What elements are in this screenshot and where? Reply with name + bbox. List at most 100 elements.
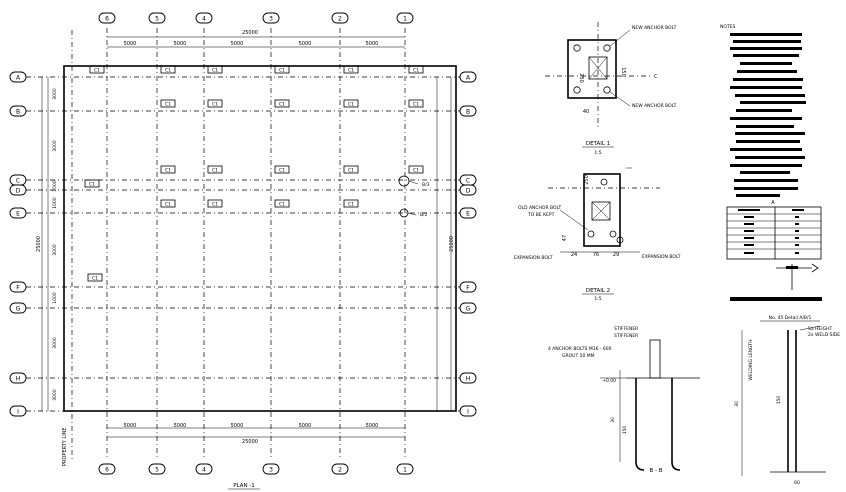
- bay-label: 5000: [299, 41, 312, 47]
- anchor-bolt-icon: [573, 44, 581, 52]
- floor-plan: PROPERTY LINE 25000 5000: [9, 12, 477, 490]
- grid-bubble-icon: 6: [98, 463, 116, 475]
- column-tag: C1: [212, 102, 218, 108]
- side-total-left: 25000: [36, 236, 42, 252]
- table-title: A: [771, 200, 775, 206]
- column-grid-lines: [106, 28, 406, 460]
- section-arrow-icon: [776, 263, 819, 290]
- column-tag: C1: [413, 168, 419, 174]
- svg-text:I: I: [467, 409, 469, 416]
- detail-1-title: DETAIL 1: [586, 141, 610, 147]
- column-bubbles-top: 6 5 4 3 2 1: [98, 12, 414, 24]
- dim-30: 30: [610, 417, 616, 423]
- anchor-bolt-icon: [600, 178, 608, 186]
- typical-detail: No. 45 Detail A/B/1 WELDING LENGTH 30 15…: [734, 315, 840, 486]
- bay-label: 5000: [231, 423, 244, 429]
- column-tags: C1 C1 C1 C1 C1 C1 C1 C1 C1 C1 C1 C1 C1 C…: [84, 65, 424, 282]
- section-b-b: +0.00 STIFFENER STIFFENER 4 ANCHOR BOLTS…: [548, 326, 700, 474]
- anchor-bolt-icon: [609, 230, 617, 238]
- bay-label: 5000: [174, 423, 187, 429]
- grid-bubble-icon: E: [9, 207, 27, 219]
- grid-bubble-icon: I: [459, 405, 477, 417]
- note-top: NEW ANCHOR BOLT: [632, 25, 677, 31]
- grid-bubble-icon: 1: [396, 463, 414, 475]
- svg-text:F: F: [466, 285, 470, 292]
- dim-a: 24: [571, 252, 577, 258]
- row-spacing-label: 1000: [52, 180, 58, 192]
- svg-text:2: 2: [338, 467, 342, 474]
- svg-text:6: 6: [105, 467, 109, 474]
- base-plate-2: [583, 173, 621, 247]
- detail-callouts: B/3 B/2: [398, 175, 430, 218]
- section-mark: C: [654, 74, 658, 80]
- grid-bubble-icon: 3: [262, 463, 280, 475]
- note-bottom-right: EXPANSION BOLT: [642, 254, 681, 260]
- anchor-bolt-icon: [603, 86, 611, 94]
- svg-text:E: E: [466, 211, 470, 218]
- column-tag: C1: [348, 168, 354, 174]
- row-grid-lines: [26, 76, 470, 412]
- dim-side: 47: [562, 235, 568, 241]
- svg-text:A: A: [16, 75, 21, 82]
- column-tag: C1: [212, 68, 218, 74]
- row-spacing-label: 1000: [52, 197, 58, 209]
- note-bottom-left: EXPANSION BOLT: [514, 255, 553, 261]
- grid-bubble-icon: 6: [98, 12, 116, 24]
- column-tag: C1: [279, 168, 285, 174]
- note-stiffener-2: STIFFENER: [614, 333, 638, 339]
- base-plate: [567, 39, 617, 99]
- column-tag: C1: [348, 68, 354, 74]
- detail-2-scale: 1:5: [594, 296, 601, 302]
- svg-text:G: G: [466, 306, 471, 313]
- grid-bubble-icon: G: [459, 302, 477, 314]
- note-height: Sa HEIGHT: [808, 326, 832, 332]
- grid-bubble-icon: D: [459, 184, 477, 196]
- column-tag: C1: [279, 202, 285, 208]
- top-dimension: 25000 5000 5000 5000 5000 5000: [107, 30, 405, 48]
- note-weld-side: 2x WELD SIDE: [808, 332, 840, 338]
- grid-bubble-icon: A: [459, 71, 477, 83]
- anchor-bolt-icon: [587, 230, 595, 238]
- bay-label: 5000: [366, 423, 379, 429]
- note-left: OLD ANCHOR BOLT: [518, 205, 561, 211]
- note-grout: GROUT 50 MM: [562, 353, 595, 359]
- svg-text:C: C: [16, 178, 20, 185]
- row-spacing-label: 3000: [52, 244, 58, 256]
- notes-header: NOTES: [720, 24, 736, 30]
- column-tag: C1: [212, 168, 218, 174]
- svg-text:B: B: [16, 109, 20, 116]
- grid-bubble-icon: B: [9, 105, 27, 117]
- grid-bubble-icon: H: [459, 372, 477, 384]
- detail-1-scale: 1:5: [594, 150, 601, 156]
- column-tag: C1: [413, 68, 419, 74]
- section-b-title: B - B: [649, 468, 662, 474]
- column-tag: C1: [165, 68, 171, 74]
- svg-text:3: 3: [269, 467, 273, 474]
- grid-bubble-icon: H: [9, 372, 27, 384]
- svg-text:6: 6: [105, 16, 109, 23]
- anchor-bolt-icon: [573, 86, 581, 94]
- row-spacing-label: 3000: [52, 337, 58, 349]
- svg-text:1: 1: [403, 467, 407, 474]
- column-tag: C1: [279, 68, 285, 74]
- dim-150: 150: [776, 396, 782, 405]
- callout-label-1: B/3: [422, 182, 430, 188]
- column-tag: C1: [94, 68, 100, 74]
- grid-bubble-icon: B: [459, 105, 477, 117]
- column-tag: C1: [348, 102, 354, 108]
- callout-label-2: B/2: [420, 212, 428, 218]
- bay-label: 5000: [366, 41, 379, 47]
- column-bubbles-bottom: 6 5 4 3 2 1: [98, 463, 414, 475]
- legend-table: [726, 206, 822, 260]
- svg-text:D: D: [16, 188, 21, 195]
- dim-c: 29: [613, 252, 619, 258]
- dim-b: 76: [593, 252, 599, 258]
- svg-text:4: 4: [202, 16, 206, 23]
- grid-bubble-icon: F: [9, 281, 27, 293]
- svg-text:5: 5: [155, 467, 159, 474]
- svg-text:B: B: [466, 109, 470, 116]
- row-spacing-label: 3000: [52, 140, 58, 152]
- bay-label: 5000: [124, 41, 137, 47]
- dim-150: 150: [622, 426, 628, 435]
- plan-title: PLAN -1: [233, 483, 255, 489]
